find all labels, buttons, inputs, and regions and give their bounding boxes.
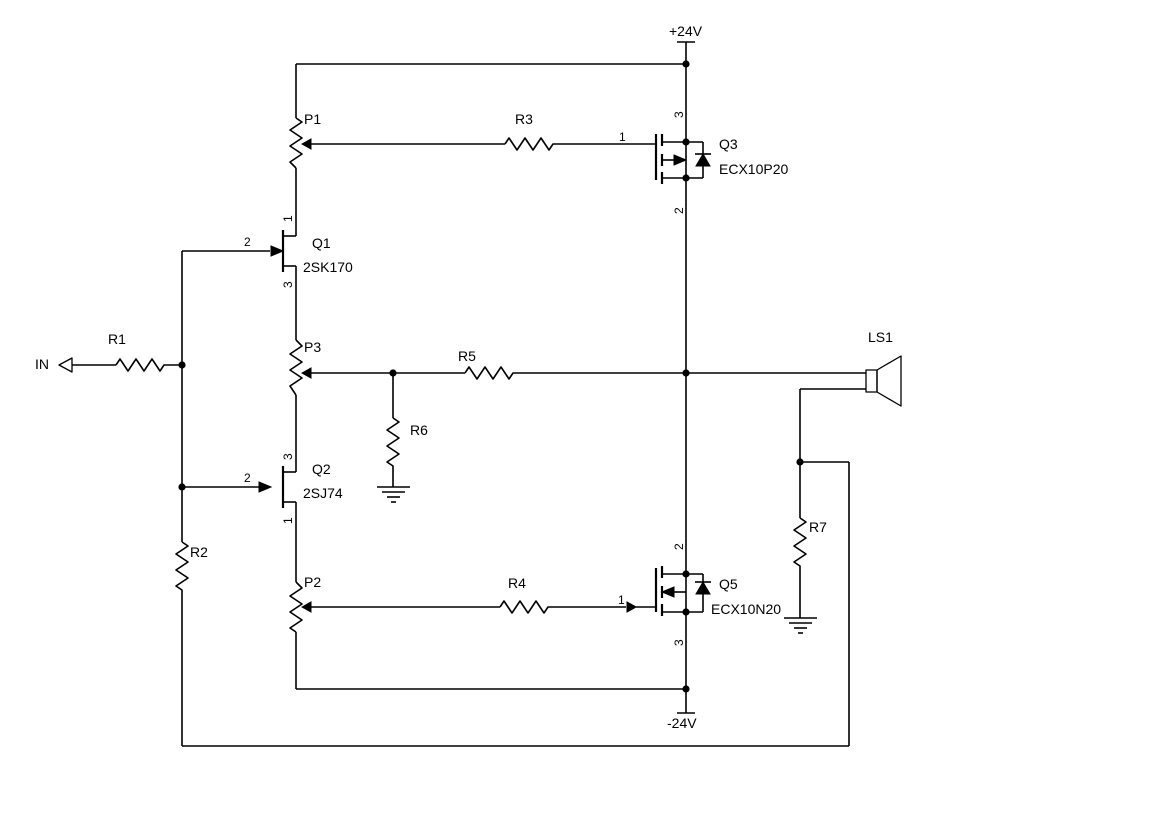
resistor-r3 [504, 137, 656, 151]
p3-label: P3 [304, 339, 321, 355]
ls1-label: LS1 [868, 329, 893, 345]
speaker-ls1 [796, 355, 902, 518]
q2-pin-source: 3 [281, 453, 295, 460]
r2-label: R2 [190, 544, 208, 560]
q3-pin-source: 3 [672, 111, 686, 118]
q5-ref: Q5 [719, 576, 738, 592]
q2-pin-drain: 1 [281, 517, 295, 524]
negative-rail [295, 612, 695, 714]
input-terminal [58, 357, 116, 373]
ground-symbol-r6 [377, 486, 410, 503]
resistor-r4 [499, 600, 656, 614]
positive-rail [295, 41, 695, 142]
feedback-wire [182, 461, 850, 747]
r5-label: R5 [458, 348, 476, 364]
q2-ref: Q2 [312, 461, 331, 477]
transistor-q2 [258, 395, 297, 582]
q3-part: ECX10P20 [719, 161, 788, 177]
q1-pin-gate: 2 [244, 235, 251, 249]
q3-pin-gate: 1 [619, 130, 626, 144]
positive-supply-label: +24V [669, 23, 703, 39]
transistor-q5 [654, 566, 711, 616]
resistor-r1 [115, 358, 182, 372]
input-node [178, 250, 270, 542]
q2-pin-gate: 2 [244, 471, 251, 485]
negative-supply-label: -24V [667, 715, 697, 731]
input-label: IN [35, 356, 49, 372]
p1-label: P1 [304, 111, 321, 127]
r3-label: R3 [515, 111, 533, 127]
q5-pin-gate: 1 [618, 593, 625, 607]
q3-ref: Q3 [719, 136, 738, 152]
resistor-r2 [175, 541, 189, 746]
q5-part: ECX10N20 [711, 601, 781, 617]
transistor-q1 [270, 168, 297, 340]
output-bus [516, 180, 866, 574]
r6-label: R6 [410, 422, 428, 438]
q1-pin-drain: 1 [281, 215, 295, 222]
q1-ref: Q1 [312, 235, 331, 251]
r7-label: R7 [809, 519, 827, 535]
q3-pin-drain: 2 [672, 207, 686, 214]
q5-pin-drain: 2 [672, 543, 686, 550]
resistor-r6 [386, 373, 400, 487]
potentiometer-p2 [289, 581, 500, 633]
q1-part: 2SK170 [303, 259, 353, 275]
ground-symbol-r7 [784, 617, 817, 634]
r4-label: R4 [508, 575, 526, 591]
p2-label: P2 [304, 574, 321, 590]
transistor-q3 [654, 134, 711, 184]
q5-pin-source: 3 [672, 639, 686, 646]
r1-label: R1 [108, 331, 126, 347]
resistor-r5 [464, 366, 516, 380]
resistor-r7 [793, 517, 807, 618]
potentiometer-p1 [289, 117, 505, 169]
q2-part: 2SJ74 [303, 485, 343, 501]
q1-pin-source: 3 [281, 281, 295, 288]
